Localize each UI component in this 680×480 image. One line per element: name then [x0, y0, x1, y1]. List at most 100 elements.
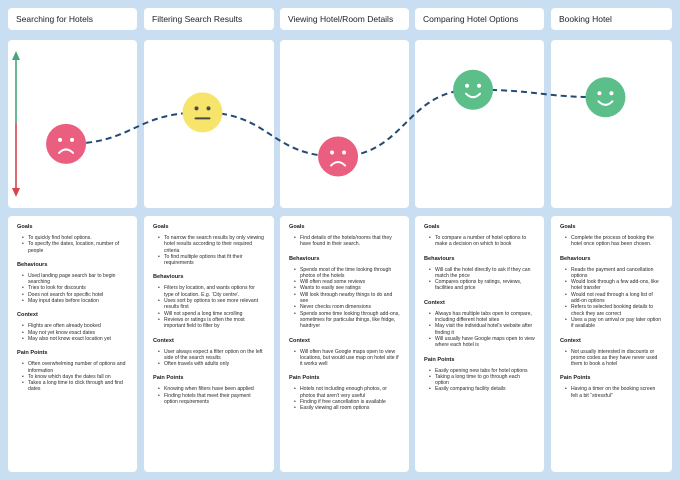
stage-detail-card: GoalsTo quickly find hotel options.To sp…	[8, 216, 137, 472]
list-item: Flights are often already booked	[22, 323, 128, 330]
section-list: Reads the payment and cancellation optio…	[560, 267, 663, 330]
list-item: Would look through a few add-ons, like h…	[565, 279, 663, 292]
face-eye	[58, 137, 63, 142]
section-list: Hotels not including enough photos, or p…	[289, 386, 400, 411]
section-heading: Pain Points	[289, 375, 320, 382]
section-list: Knowing when filters have been appliedFi…	[153, 386, 265, 405]
section-list: Easily opening new tabs for hotel option…	[424, 368, 535, 393]
emotion-panel	[415, 40, 544, 208]
face-eye	[330, 150, 335, 155]
list-item: To specify the dates, location, number o…	[22, 241, 128, 254]
face-circle	[585, 77, 626, 118]
section-list: Often overwhelming number of options and…	[17, 361, 128, 392]
section-list: Find details of the hotels/rooms that th…	[289, 235, 400, 248]
face-eye	[465, 83, 470, 88]
list-item: Complete the process of booking the hote…	[565, 235, 663, 248]
section-heading: Pain Points	[424, 356, 455, 363]
section-heading: Context	[560, 337, 581, 344]
section-list: Having a timer on the booking screen fel…	[560, 386, 663, 399]
list-item: User always expect a filter option on th…	[158, 349, 265, 362]
list-item: Always has multiple tabs open to compare…	[429, 311, 535, 324]
section-heading: Goals	[560, 224, 576, 230]
emotion-panel	[280, 40, 409, 208]
section-heading: Pain Points	[17, 350, 48, 357]
list-item: Finding if free cancellation is availabl…	[294, 399, 400, 406]
stage-header: Filtering Search Results	[144, 8, 274, 30]
list-item: Knowing when filters have been applied	[158, 386, 265, 393]
face-eye	[206, 106, 211, 111]
list-item: Finding hotels that meet their payment o…	[158, 393, 265, 406]
arrow-up-icon	[12, 51, 20, 60]
section-list: Complete the process of booking the hote…	[560, 235, 663, 248]
list-item: Reviews or ratings is often the most imp…	[158, 317, 265, 330]
section-heading: Context	[289, 337, 310, 344]
section-heading: Context	[17, 312, 38, 319]
section-heading: Context	[153, 337, 174, 344]
section-list: To narrow the search results by only vie…	[153, 235, 265, 266]
list-item: Would not read through a long list of ad…	[565, 292, 663, 305]
list-item: To find multiple options that fit their …	[158, 254, 265, 267]
list-item: Easily opening new tabs for hotel option…	[429, 368, 535, 375]
list-item: Will often read some reviews	[294, 279, 400, 286]
section-heading: Behaviours	[17, 261, 48, 268]
list-item: Will call the hotel directly to ask if t…	[429, 267, 535, 280]
stage-detail-card: GoalsFind details of the hotels/rooms th…	[280, 216, 409, 472]
happy-face-icon	[585, 77, 626, 118]
section-heading: Behaviours	[424, 255, 455, 262]
list-item: Reads the payment and cancellation optio…	[565, 267, 663, 280]
list-item: Taking a long time to go through each op…	[429, 374, 535, 387]
section-list: To quickly find hotel options.To specify…	[17, 235, 128, 254]
section-list: Spends most of the time looking through …	[289, 267, 400, 330]
section-heading: Behaviours	[289, 255, 320, 262]
list-item: Does not search for specific hotel	[22, 292, 128, 299]
emotion-panel	[551, 40, 672, 208]
face-circle	[46, 123, 87, 164]
section-heading: Goals	[153, 224, 169, 230]
list-item: Uses a pay on arrival or pay later optio…	[565, 317, 663, 330]
list-item: Takes a long time to click through and f…	[22, 380, 128, 393]
section-list: Not usually interested in discounts or p…	[560, 349, 663, 368]
face-eye	[477, 83, 482, 88]
list-item: Spends most of the time looking through …	[294, 267, 400, 280]
section-list: To compare a number of hotel options to …	[424, 235, 535, 248]
face-eye	[342, 150, 347, 155]
section-heading: Goals	[424, 224, 440, 230]
stage-detail-card: Goals To compare a number of hotel option…	[415, 216, 544, 472]
section-list: Will often have Google maps open to view…	[289, 349, 400, 368]
section-heading: Context	[424, 299, 445, 306]
list-item: Uses sort by options to see more relevan…	[158, 298, 265, 311]
list-item: Used landing page search bar to begin se…	[22, 273, 128, 286]
section-heading: Behaviours	[560, 255, 591, 262]
list-item: Filters by location, and wants options f…	[158, 285, 265, 298]
list-item: Will often have Google maps open to view…	[294, 349, 400, 368]
section-heading: Pain Points	[153, 375, 184, 382]
section-list: Flights are often already bookedMay not …	[17, 323, 128, 342]
arrow-down-icon	[12, 188, 20, 197]
list-item: Not usually interested in discounts or p…	[565, 349, 663, 368]
section-heading: Pain Points	[560, 375, 591, 382]
sad-face-icon	[318, 136, 359, 177]
section-list: User always expect a filter option on th…	[153, 349, 265, 368]
list-item: Will look through nearby things to do an…	[294, 292, 400, 305]
list-item: Often travels with adults only	[158, 361, 265, 368]
sad-face-icon	[46, 123, 87, 164]
list-item: Having a timer on the booking screen fel…	[565, 386, 663, 399]
face-eye	[597, 91, 602, 96]
stage-header: Booking Hotel	[551, 8, 672, 30]
list-item: May visit the individual hotel's website…	[429, 323, 535, 336]
list-item: Often overwhelming number of options and…	[22, 361, 128, 374]
emotion-panel	[8, 40, 137, 208]
list-item: Find details of the hotels/rooms that th…	[294, 235, 400, 248]
list-item: Wants to easily see ratings	[294, 285, 400, 292]
list-item: Spends some time looking through add-ons…	[294, 311, 400, 330]
section-list: Always has multiple tabs open to compare…	[424, 311, 535, 349]
emotion-axis	[12, 51, 20, 197]
list-item: To know which days the dates fall on	[22, 374, 128, 381]
stage-detail-card: Goals To narrow the search results by onl…	[144, 216, 274, 472]
neutral-face-icon	[182, 92, 223, 133]
list-item: Compares options by ratings, reviews, fa…	[429, 279, 535, 292]
face-eye	[194, 106, 199, 111]
section-list: Will call the hotel directly to ask if t…	[424, 267, 535, 292]
happy-face-icon	[453, 69, 494, 110]
